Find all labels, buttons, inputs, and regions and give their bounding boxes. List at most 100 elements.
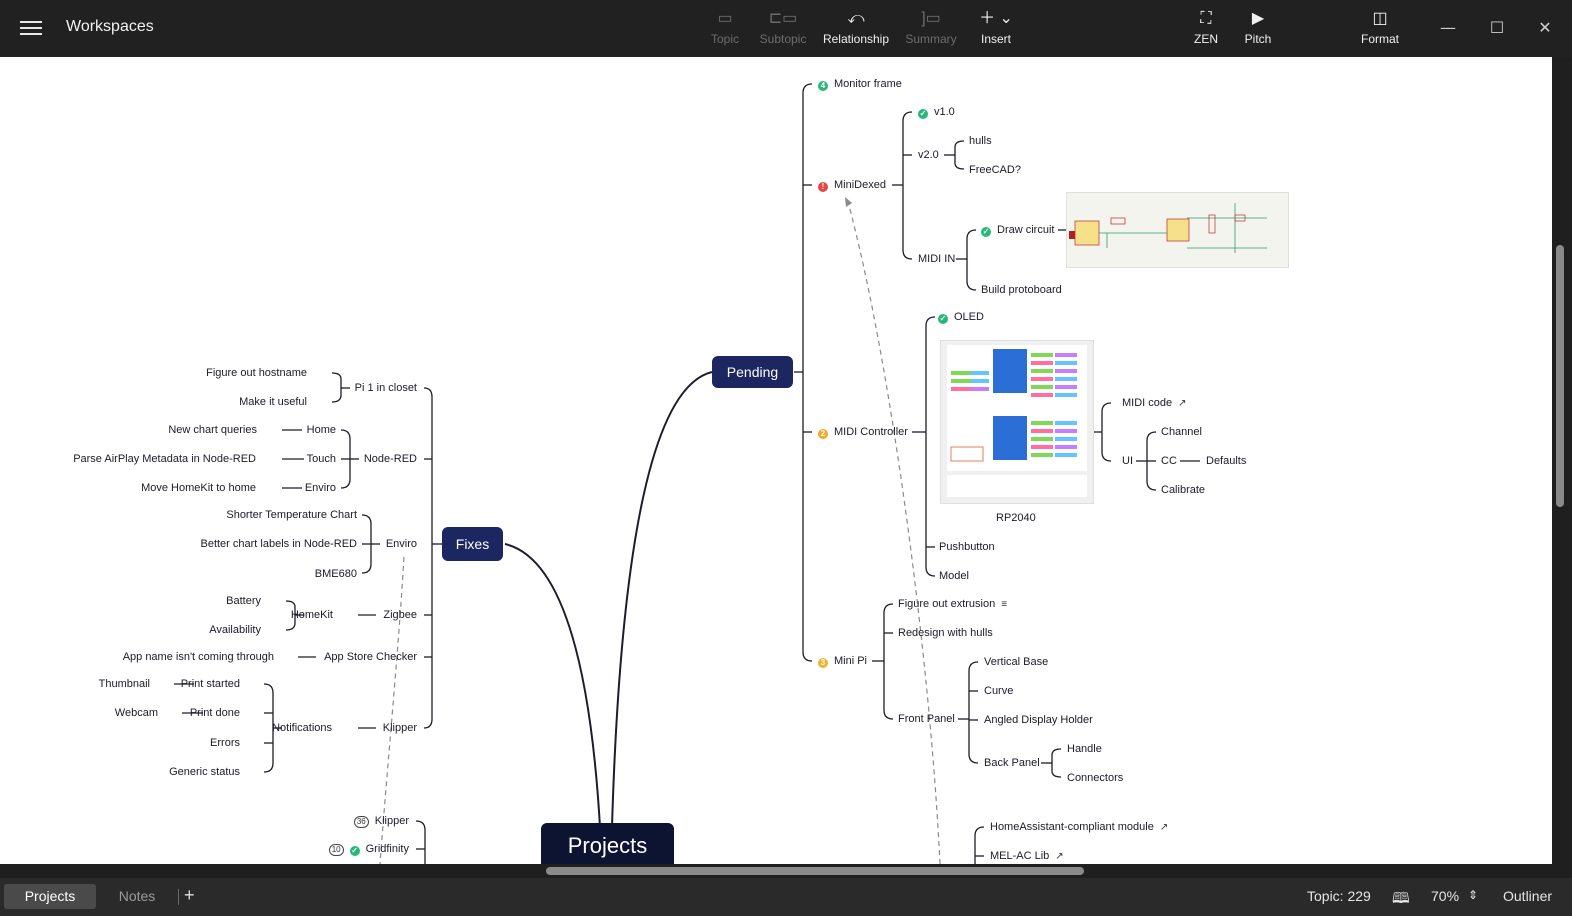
external-link-icon[interactable]: ↗ (1055, 851, 1064, 862)
topic-figure-out-extrusion[interactable]: Figure out extrusion≡ (898, 598, 1008, 610)
topic-move-homekit[interactable]: Move HomeKit to home (141, 482, 256, 494)
hamburger-menu-icon[interactable] (20, 18, 42, 38)
zen-button[interactable]: ⛶ ZEN (1171, 8, 1241, 46)
topic-figure-out-hostname[interactable]: Figure out hostname (206, 367, 307, 379)
summary-button[interactable]: ]▭ Summary (896, 8, 966, 46)
topic-pi1-in-closet[interactable]: Pi 1 in closet (354, 382, 417, 394)
topic-homeassistant-module[interactable]: HomeAssistant-compliant module↗ (990, 821, 1169, 833)
topic-back-panel[interactable]: Back Panel (984, 757, 1040, 769)
topic-midi-code[interactable]: MIDI code↗ (1122, 397, 1187, 409)
topic-v1[interactable]: ✓v1.0 (918, 106, 955, 119)
topic-home[interactable]: Home (306, 424, 336, 436)
horizontal-scrollbar[interactable] (0, 864, 1572, 878)
topic-thumbnail[interactable]: Thumbnail (98, 678, 150, 690)
topic-make-it-useful[interactable]: Make it useful (239, 396, 307, 408)
vertical-scrollbar[interactable] (1552, 57, 1572, 864)
topic-homekit[interactable]: HomeKit (290, 609, 333, 621)
topic-node-red[interactable]: Node-RED (363, 453, 417, 465)
topic-bme680[interactable]: BME680 (314, 568, 357, 580)
topic-front-panel[interactable]: Front Panel (898, 713, 955, 725)
topic-draw-circuit[interactable]: ✓Draw circuit (981, 224, 1055, 237)
topic-redesign-with-hulls[interactable]: Redesign with hulls (898, 627, 993, 639)
zoom-level[interactable]: 70% (1431, 888, 1460, 904)
external-link-icon[interactable]: ↗ (1178, 398, 1187, 409)
topic-print-started[interactable]: Print started (180, 678, 240, 690)
topic-notifications[interactable]: Notifications (272, 722, 332, 734)
window-title: Workspaces (66, 18, 154, 35)
topic-zigbee[interactable]: Zigbee (383, 609, 417, 621)
pitch-button[interactable]: ▶ Pitch (1223, 8, 1293, 46)
rp2040-pinout-image[interactable] (940, 340, 1094, 504)
topic-parse-airplay[interactable]: Parse AirPlay Metadata in Node-RED (73, 453, 256, 465)
topic-pushbutton[interactable]: Pushbutton (939, 541, 995, 553)
topic-midi-in[interactable]: MIDI IN (918, 253, 956, 265)
topic-mel-ac-lib[interactable]: MEL-AC Lib↗ (990, 850, 1064, 862)
topic-oled[interactable]: ✓OLED (938, 311, 984, 324)
topic-generic-status[interactable]: Generic status (169, 766, 240, 778)
topic-count: Topic: 229 (1307, 888, 1371, 904)
play-icon: ▶ (1251, 10, 1265, 27)
collapsed-count-badge[interactable]: 10 (328, 844, 344, 856)
topic-print-done[interactable]: Print done (189, 707, 240, 719)
central-topic-projects[interactable]: Projects (541, 823, 674, 864)
topic-new-chart-queries[interactable]: New chart queries (168, 424, 257, 436)
minimize-icon[interactable]: — (1440, 18, 1456, 37)
topic-touch[interactable]: Touch (306, 453, 336, 465)
insert-button[interactable]: ＋ ⌄ Insert (961, 8, 1031, 46)
topic-klipper-fixes[interactable]: Klipper (382, 722, 417, 734)
maximize-icon[interactable]: ☐ (1489, 18, 1505, 37)
topic-shorter-temperature-chart[interactable]: Shorter Temperature Chart (226, 509, 357, 521)
topic-enviro-nodered[interactable]: Enviro (304, 482, 336, 494)
subtopic-button[interactable]: ⊏▭ Subtopic (748, 8, 818, 46)
tab-projects[interactable]: Projects (4, 884, 96, 909)
add-sheet-button[interactable]: + (184, 885, 195, 905)
topic-connectors[interactable]: Connectors (1067, 772, 1124, 784)
topic-better-chart-labels[interactable]: Better chart labels in Node-RED (200, 538, 357, 550)
topic-minidexed[interactable]: !MiniDexed (818, 178, 886, 192)
topic-availability[interactable]: Availability (209, 624, 261, 636)
horizontal-scroll-thumb[interactable] (546, 867, 1084, 875)
topic-app-store-checker[interactable]: App Store Checker (324, 651, 417, 663)
topic-curve[interactable]: Curve (984, 685, 1014, 697)
collapsed-count-badge[interactable]: 36 (353, 816, 369, 828)
zoom-stepper-icon[interactable]: ⇕ (1468, 888, 1479, 902)
topic-freecad[interactable]: FreeCAD? (969, 164, 1021, 176)
vertical-scroll-thumb[interactable] (1556, 245, 1564, 507)
topic-vertical-base[interactable]: Vertical Base (984, 656, 1049, 668)
topic-handle[interactable]: Handle (1067, 743, 1102, 755)
topic-defaults[interactable]: Defaults (1206, 455, 1247, 467)
map-view-icon[interactable]: 🕮 (1392, 890, 1410, 907)
main-topic-fixes[interactable]: Fixes (442, 527, 503, 561)
topic-app-name-not-coming[interactable]: App name isn't coming through (122, 651, 274, 663)
circuit-diagram-image[interactable] (1066, 192, 1289, 268)
topic-channel[interactable]: Channel (1161, 426, 1202, 438)
topic-v2[interactable]: v2.0 (918, 149, 939, 161)
topic-cc[interactable]: CC (1161, 455, 1177, 467)
format-button[interactable]: ◫ Format (1345, 8, 1415, 46)
external-link-icon[interactable]: ↗ (1159, 822, 1169, 833)
notes-icon[interactable]: ≡ (1001, 599, 1008, 610)
outliner-button[interactable]: Outliner (1503, 888, 1553, 904)
topic-battery[interactable]: Battery (226, 595, 261, 607)
topic-hulls[interactable]: hulls (969, 135, 992, 147)
top-toolbar: Workspaces ▭ Topic ⊏▭ Subtopic ⤺ Relatio… (0, 0, 1572, 57)
close-icon[interactable]: ✕ (1538, 18, 1552, 37)
topic-webcam[interactable]: Webcam (114, 707, 158, 719)
topic-ui[interactable]: UI (1122, 455, 1133, 467)
topic-enviro[interactable]: Enviro (385, 538, 417, 550)
topic-model[interactable]: Model (939, 570, 969, 582)
main-topic-pending[interactable]: Pending (712, 356, 793, 388)
topic-build-protoboard[interactable]: Build protoboard (981, 284, 1062, 296)
topic-angled-display-holder[interactable]: Angled Display Holder (984, 714, 1093, 726)
topic-errors[interactable]: Errors (210, 737, 240, 749)
relationship-button[interactable]: ⤺ Relationship (822, 10, 890, 46)
topic-gridfinity-collapsed[interactable]: 10✓Gridfinity (328, 842, 409, 856)
tab-notes[interactable]: Notes (118, 888, 156, 904)
topic-calibrate[interactable]: Calibrate (1161, 484, 1206, 496)
topic-button[interactable]: ▭ Topic (690, 8, 760, 46)
